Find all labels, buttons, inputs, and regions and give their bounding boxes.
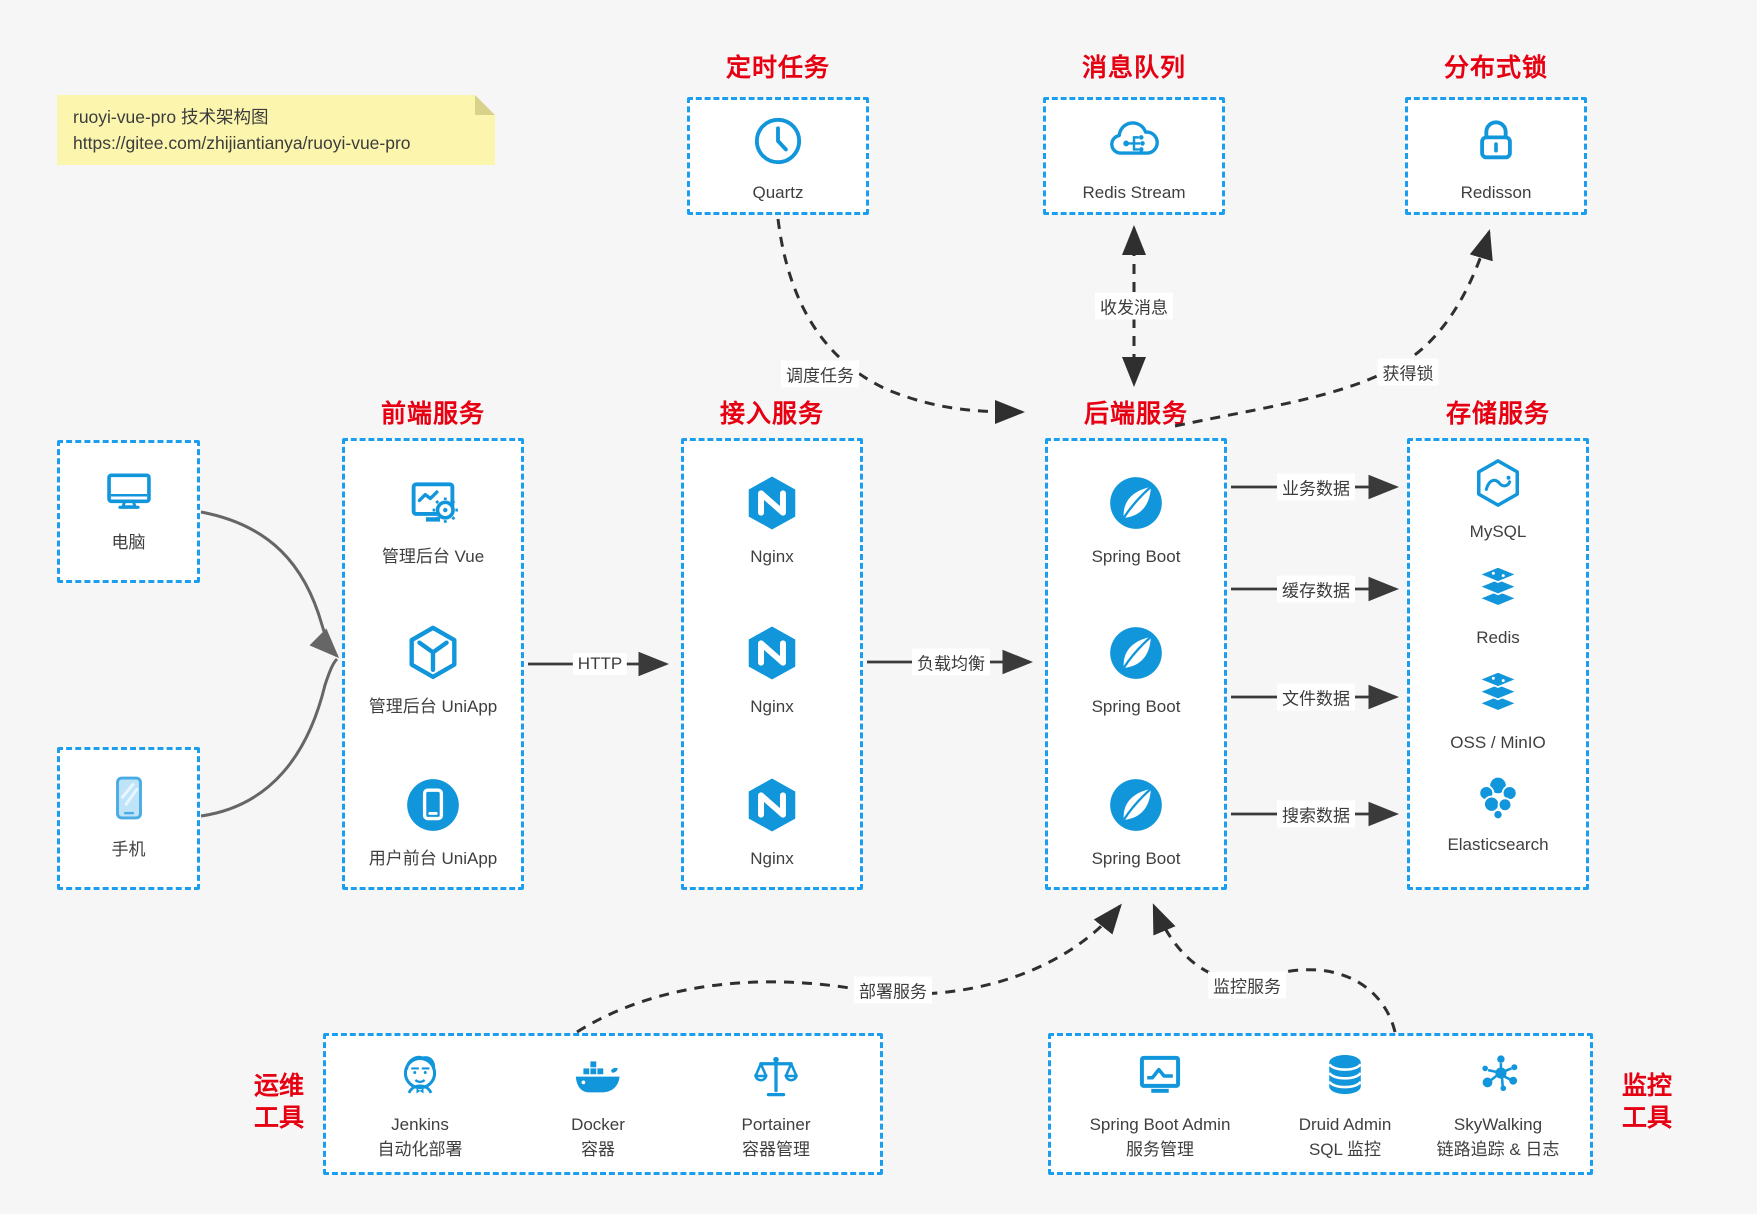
druid-icon [1317, 1048, 1373, 1104]
redisson-label: Redisson [1460, 183, 1532, 202]
pc-box [57, 440, 200, 583]
mysql-icon [1470, 455, 1526, 511]
nginx-icon [741, 622, 803, 684]
mysql-label: MySQL [1469, 522, 1527, 541]
spring-boot-label: Spring Boot [1091, 849, 1181, 868]
label-schedule: 调度任务 [781, 360, 859, 388]
backend-group-title: 后端服务 [1083, 400, 1188, 428]
sticky-note: ruoyi-vue-pro 技术架构图 https://gitee.com/zh… [57, 95, 495, 165]
mq-group-title: 消息队列 [1081, 54, 1186, 82]
mobile-label: 手机 [111, 840, 146, 859]
spring-boot-icon [1105, 622, 1167, 684]
label-search-data: 搜索数据 [1277, 800, 1355, 828]
admin-vue-label: 管理后台 Vue [381, 547, 485, 566]
edge-mobile-to-frontend [200, 657, 339, 818]
desktop-icon [100, 462, 158, 520]
elasticsearch-icon [1470, 768, 1526, 824]
timer-box [687, 97, 869, 215]
skywalking-desc: 链路追踪 & 日志 [1436, 1140, 1560, 1159]
oss-minio-icon [1470, 666, 1526, 722]
edge-deploy [576, 903, 1122, 1034]
spring-boot-admin-icon [1132, 1048, 1188, 1104]
spring-boot-admin-label: Spring Boot Admin [1089, 1115, 1231, 1134]
mq-box [1043, 97, 1225, 215]
clock-icon [749, 112, 807, 170]
nginx-label: Nginx [750, 849, 794, 868]
nginx-label: Nginx [750, 697, 794, 716]
portainer-desc: 容器管理 [741, 1140, 810, 1159]
label-message: 收发消息 [1095, 292, 1173, 320]
druid-admin-desc: SQL 监控 [1308, 1140, 1382, 1159]
spring-boot-label: Spring Boot [1091, 547, 1181, 566]
redis-stream-label: Redis Stream [1082, 183, 1186, 202]
portainer-label: Portainer [741, 1115, 811, 1134]
portainer-icon [748, 1048, 804, 1104]
uniapp-cube-icon [402, 622, 464, 684]
spring-boot-icon [1105, 774, 1167, 836]
user-uniapp-label: 用户前台 UniApp [368, 849, 498, 868]
note-title: ruoyi-vue-pro 技术架构图 [73, 107, 269, 127]
skywalking-icon [1470, 1048, 1526, 1104]
mobile-app-icon [402, 774, 464, 836]
admin-vue-icon [402, 472, 464, 534]
spring-boot-label: Spring Boot [1091, 697, 1181, 716]
elasticsearch-label: Elasticsearch [1447, 835, 1549, 854]
jenkins-label: Jenkins [391, 1115, 449, 1134]
note-fold-corner [475, 95, 495, 115]
redis-label: Redis [1476, 628, 1520, 647]
ops-tools-title: 运维 工具 [253, 1072, 304, 1132]
label-http: HTTP [572, 653, 628, 675]
nginx-label: Nginx [750, 547, 794, 566]
monitor-tools-title: 监控 工具 [1621, 1072, 1672, 1132]
label-file-data: 文件数据 [1277, 683, 1355, 711]
jenkins-icon [392, 1048, 448, 1104]
nginx-icon [741, 774, 803, 836]
edge-monitor [1152, 903, 1397, 1033]
label-acquire-lock: 获得锁 [1377, 358, 1439, 386]
docker-desc: 容器 [580, 1140, 615, 1159]
storage-group-title: 存储服务 [1445, 400, 1550, 428]
label-load-balance: 负载均衡 [912, 648, 990, 676]
label-cache-data: 缓存数据 [1277, 575, 1355, 603]
admin-uniapp-label: 管理后台 UniApp [368, 697, 498, 716]
docker-icon [570, 1048, 626, 1104]
druid-admin-label: Druid Admin [1298, 1115, 1392, 1134]
spring-boot-icon [1105, 472, 1167, 534]
oss-minio-label: OSS / MinIO [1450, 733, 1546, 752]
note-url: https://gitee.com/zhijiantianya/ruoyi-vu… [73, 133, 411, 153]
lock-group-title: 分布式锁 [1443, 54, 1548, 82]
redis-icon [1470, 561, 1526, 617]
cloud-mq-icon [1105, 112, 1163, 170]
docker-label: Docker [571, 1115, 625, 1134]
jenkins-desc: 自动化部署 [377, 1140, 463, 1159]
label-business-data: 业务数据 [1277, 473, 1355, 501]
timer-group-title: 定时任务 [725, 54, 830, 82]
spring-boot-admin-desc: 服务管理 [1126, 1140, 1194, 1159]
skywalking-label: SkyWalking [1453, 1115, 1543, 1134]
frontend-group-title: 前端服务 [380, 400, 485, 428]
edge-pc-to-frontend [200, 510, 340, 659]
nginx-icon [741, 472, 803, 534]
smartphone-icon [100, 769, 158, 827]
gateway-group-title: 接入服务 [719, 400, 824, 428]
quartz-label: Quartz [752, 183, 804, 202]
pc-label: 电脑 [111, 533, 146, 552]
label-monitor: 监控服务 [1208, 971, 1286, 999]
label-deploy: 部署服务 [854, 976, 932, 1004]
lock-icon [1467, 112, 1525, 170]
